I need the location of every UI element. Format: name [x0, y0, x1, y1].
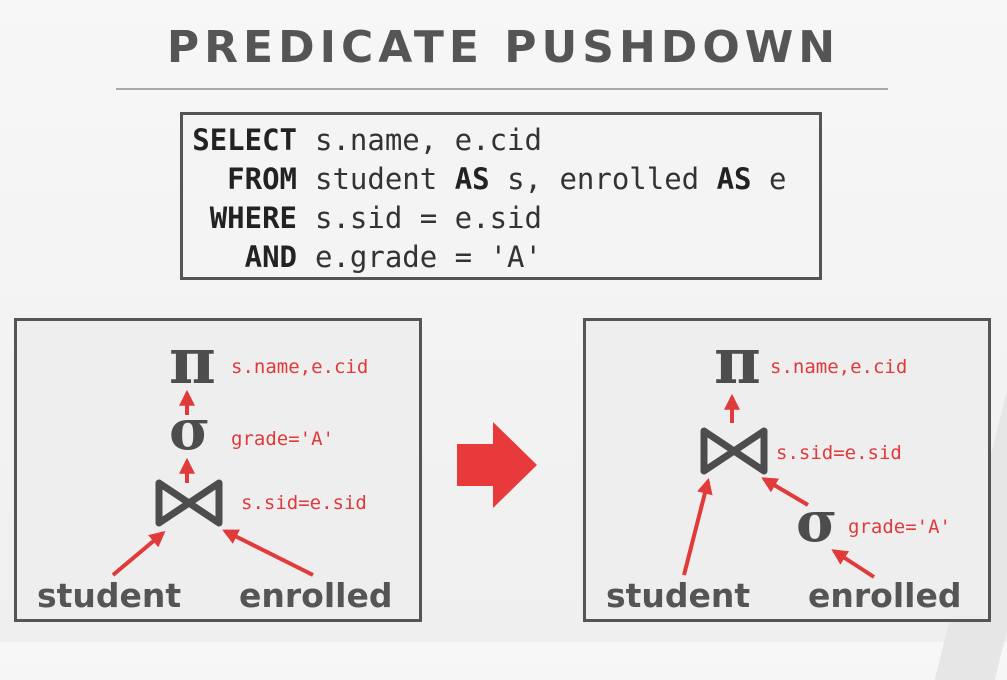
slide-title: PREDICATE PUSHDOWN	[166, 22, 841, 73]
transform-arrow-icon	[457, 422, 537, 508]
selection-label: grade='A'	[231, 428, 334, 450]
edge-student-to-join	[111, 530, 166, 577]
selection-symbol: σ	[796, 489, 837, 555]
join-label: s.sid=e.sid	[241, 492, 367, 514]
sql-line-select: SELECT s.name, e.cid	[187, 121, 819, 160]
join-symbol	[155, 479, 223, 527]
relation-student: student	[37, 576, 181, 615]
projection-label: s.name,e.cid	[770, 356, 907, 378]
edge-enrolled-to-join	[222, 529, 314, 577]
sql-line-and: AND e.grade = 'A'	[187, 238, 819, 277]
selection-symbol: σ	[169, 397, 210, 463]
sql-line-where: WHERE s.sid = e.sid	[187, 199, 819, 238]
edge-enrolled-to-selection	[831, 549, 876, 579]
sql-keyword-as: AS	[454, 162, 490, 196]
sql-text: e.grade = 'A'	[315, 240, 542, 274]
edge-selection-to-join	[761, 477, 810, 507]
sql-text: s.sid = e.sid	[315, 201, 542, 235]
projection-label: s.name,e.cid	[231, 356, 368, 378]
sql-keyword-as: AS	[716, 162, 752, 196]
title-underline	[116, 88, 888, 90]
original-plan-diagram: π s.name,e.cid σ grade='A' s.sid=e.sid s…	[37, 324, 392, 615]
sql-text: s, enrolled	[489, 162, 717, 196]
projection-symbol: π	[169, 324, 216, 399]
sql-query-box: SELECT s.name, e.cid FROM student AS s, en…	[180, 112, 822, 280]
sql-keyword: AND	[244, 240, 297, 274]
relation-enrolled: enrolled	[239, 576, 392, 615]
original-plan-box: π s.name,e.cid σ grade='A' s.sid=e.sid s…	[14, 318, 422, 622]
relation-enrolled: enrolled	[808, 576, 961, 615]
optimized-plan-diagram: π s.name,e.cid s.sid=e.sid σ grade='A' s…	[606, 324, 961, 615]
sql-text: s.name, e.cid	[315, 123, 542, 157]
projection-symbol: π	[714, 324, 761, 399]
optimized-plan-box: π s.name,e.cid s.sid=e.sid σ grade='A' s…	[583, 318, 991, 622]
sql-line-from: FROM student AS s, enrolled AS e	[187, 160, 819, 199]
join-symbol	[700, 427, 768, 475]
sql-keyword: WHERE	[209, 201, 297, 235]
sql-keyword: SELECT	[192, 123, 297, 157]
edge-student-to-join	[682, 477, 713, 576]
sql-keyword: FROM	[227, 162, 297, 196]
join-label: s.sid=e.sid	[776, 442, 902, 464]
selection-label: grade='A'	[848, 516, 951, 538]
relation-student: student	[606, 576, 750, 615]
sql-text: e	[751, 162, 787, 196]
sql-text: student	[315, 162, 455, 196]
